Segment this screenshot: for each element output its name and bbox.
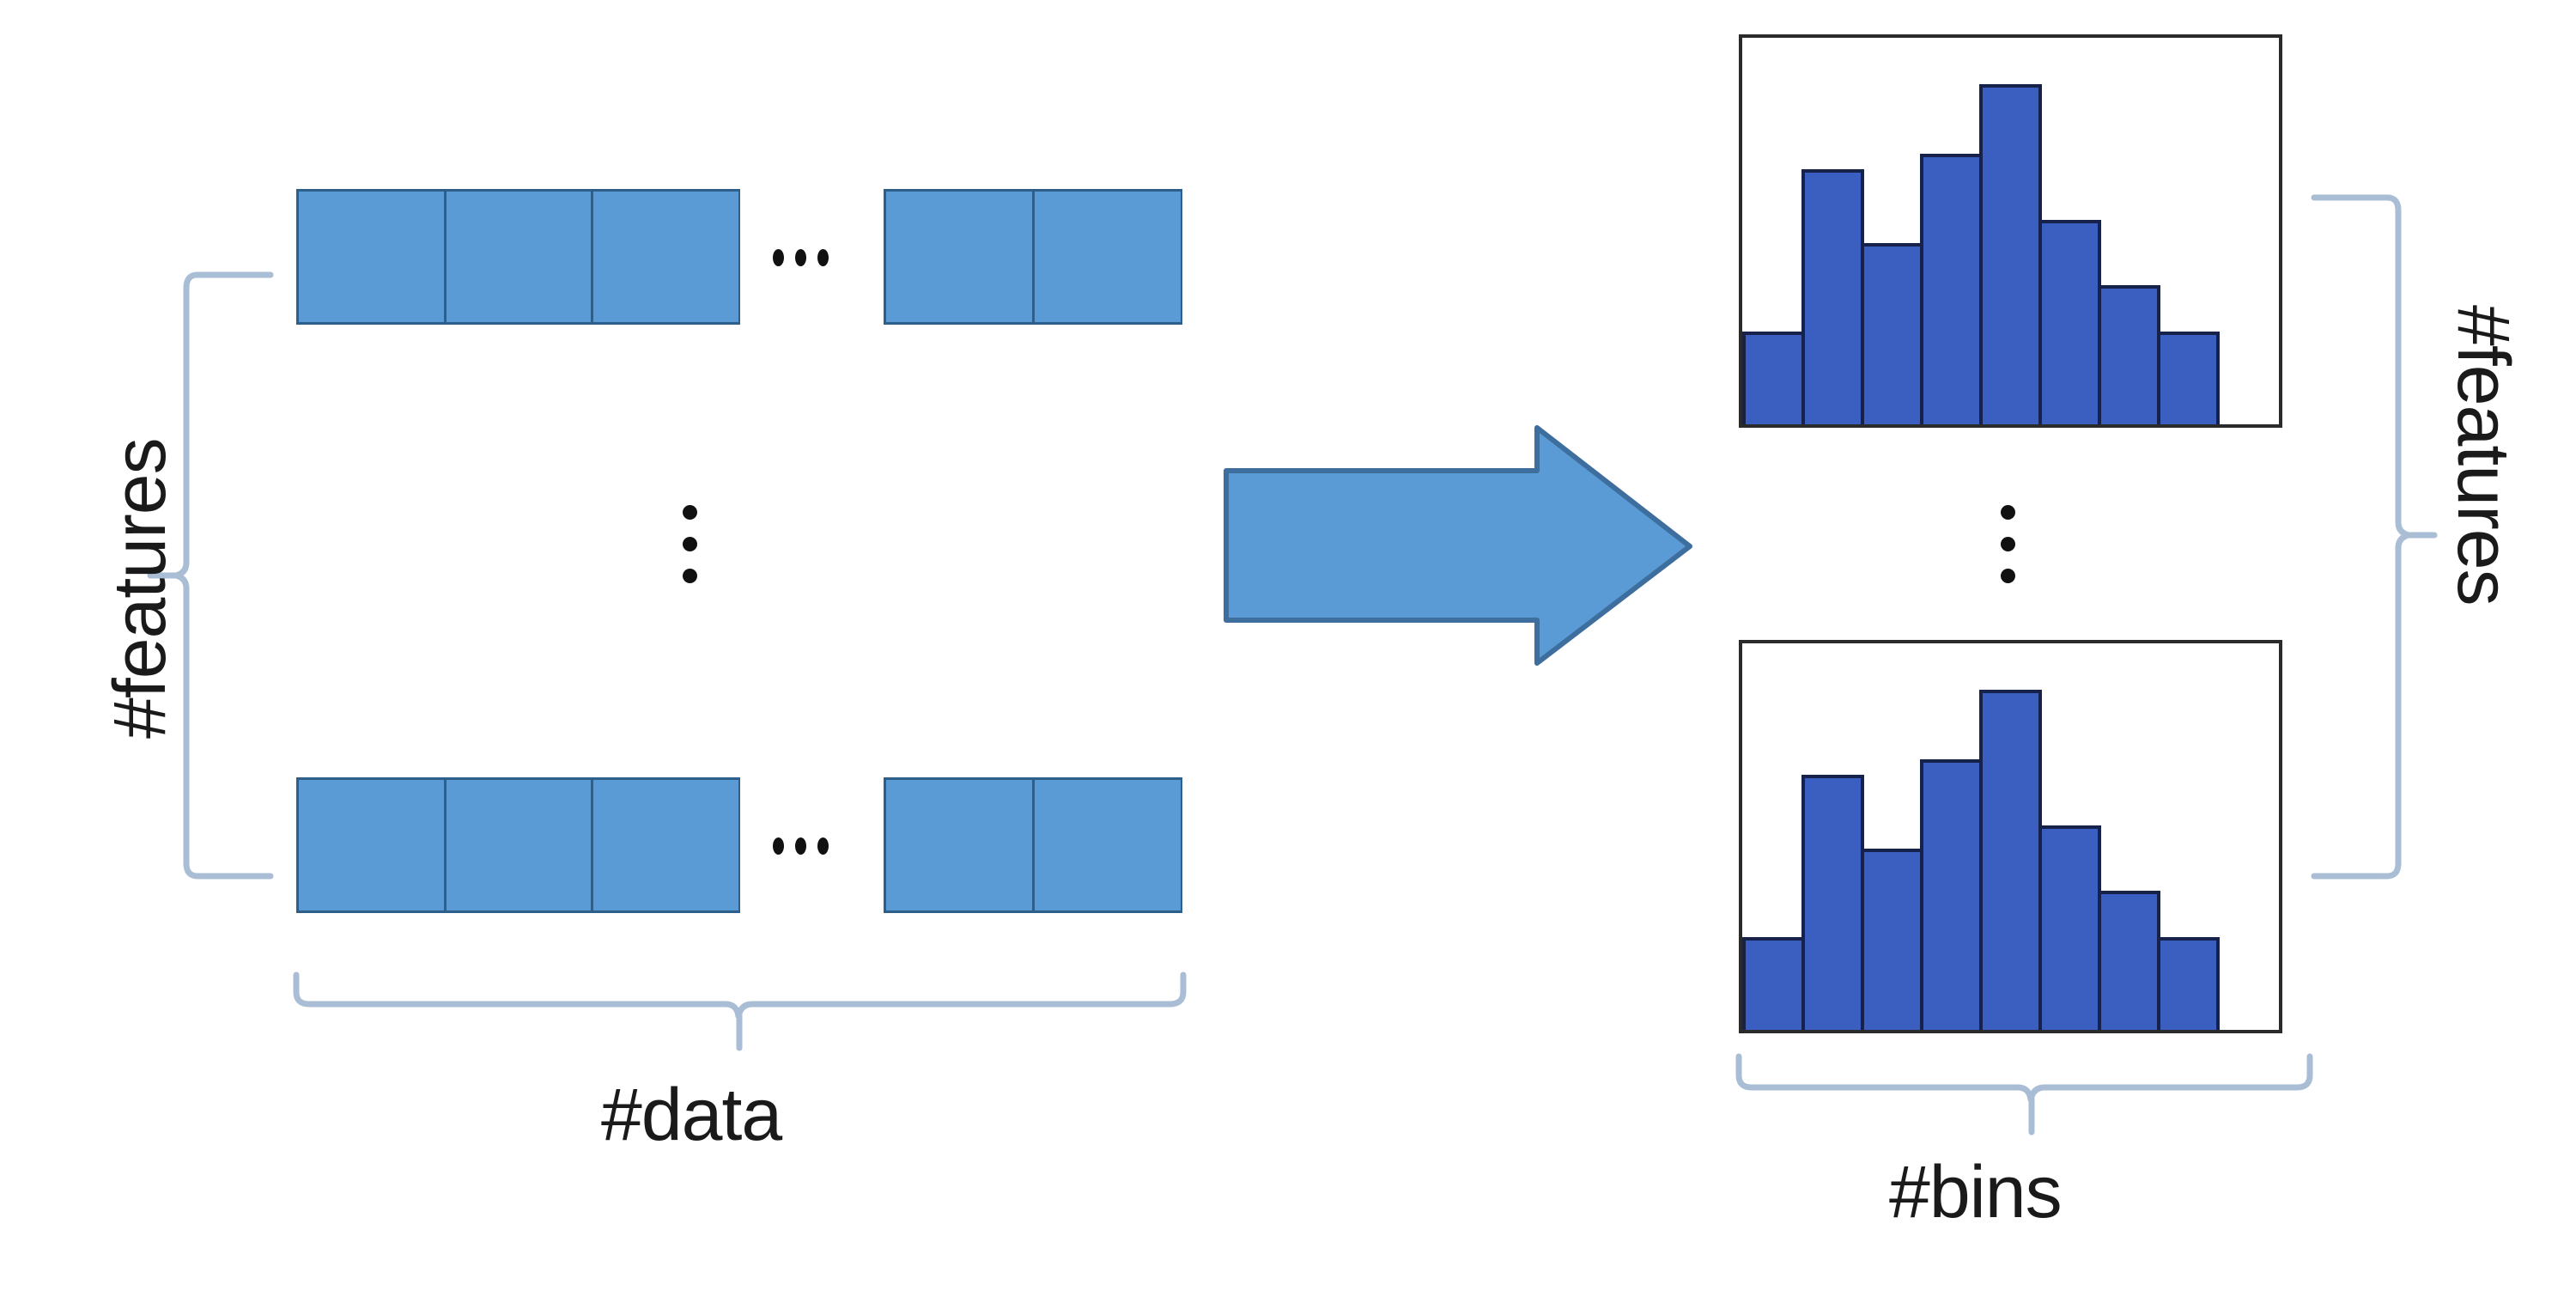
histogram-panel-bottom <box>1739 640 2282 1033</box>
bins-bracket <box>1735 1053 2313 1136</box>
transform-arrow-icon <box>1224 425 1692 666</box>
histogram-bar <box>2038 219 2101 424</box>
histogram-bar <box>1801 169 1864 424</box>
matrix-cell <box>443 189 593 325</box>
histogram-bar <box>2098 891 2160 1030</box>
matrix-row-bottom-ellipsis-icon <box>773 837 829 855</box>
histogram-bar <box>1920 154 1983 424</box>
histogram-bars-top <box>1742 38 2279 424</box>
bins-label: #bins <box>1889 1151 2063 1233</box>
matrix-cell <box>296 189 446 325</box>
histogram-bar <box>1742 937 1805 1030</box>
histogram-bar <box>1979 690 2042 1030</box>
histogram-bar <box>1742 332 1805 424</box>
histogram-bar <box>1979 84 2042 424</box>
matrix-cell <box>884 777 1034 913</box>
histogram-bar <box>2038 825 2101 1030</box>
histogram-bar <box>2157 937 2220 1030</box>
histogram-bar <box>1920 759 1983 1030</box>
histogram-bar <box>1861 242 1923 424</box>
matrix-row-top-ellipsis-icon <box>773 249 829 266</box>
features-label-right: #features <box>2442 305 2524 606</box>
histogram-bar <box>1801 775 1864 1030</box>
matrix-row-top-leading <box>296 189 741 325</box>
histogram-bar <box>2098 285 2160 424</box>
features-bracket-right <box>2311 194 2438 880</box>
matrix-row-bottom-leading <box>296 777 741 913</box>
histogram-bars-bottom <box>1742 643 2279 1030</box>
matrix-cell <box>591 777 741 913</box>
matrix-rows-ellipsis-icon <box>683 505 697 583</box>
matrix-cell <box>884 189 1034 325</box>
matrix-cell <box>1032 777 1182 913</box>
histogram-bar <box>1861 848 1923 1030</box>
histogram-panels-ellipsis-icon <box>2001 505 2015 583</box>
matrix-row-top-trailing <box>884 189 1182 325</box>
data-label: #data <box>601 1074 782 1156</box>
matrix-cell <box>296 777 446 913</box>
matrix-cell <box>443 777 593 913</box>
matrix-cell <box>591 189 741 325</box>
matrix-row-bottom-trailing <box>884 777 1182 913</box>
histogram-panel-top <box>1739 34 2282 428</box>
features-bracket-left <box>147 271 274 880</box>
matrix-cell <box>1032 189 1182 325</box>
histogram-bar <box>2157 332 2220 424</box>
features-label-left: #features <box>99 438 181 739</box>
data-bracket <box>293 971 1187 1051</box>
